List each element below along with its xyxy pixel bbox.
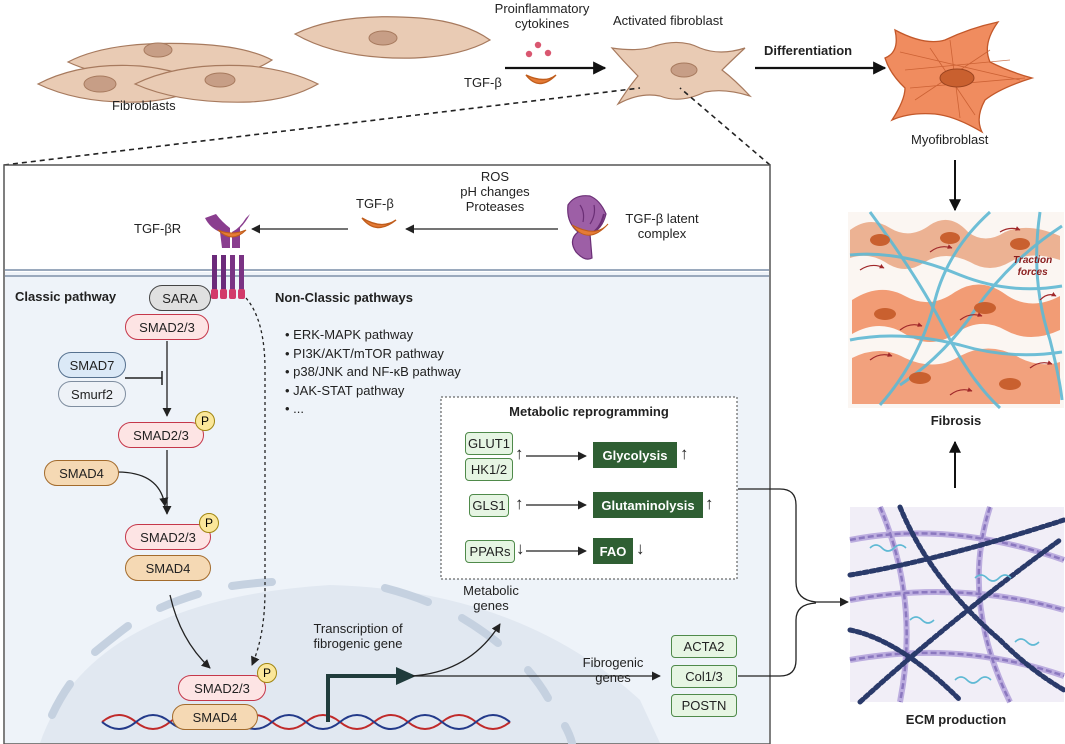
nonclassic-item: • p38/JNK and NF-κB pathway	[285, 364, 461, 379]
nuclear-smad23-pill: SMAD2/3	[178, 675, 266, 701]
nonclassic-item-text: JAK-STAT pathway	[293, 382, 405, 398]
activated-fibroblast-nucleus	[670, 62, 698, 78]
arrow-complex-to-nucleus	[169, 594, 211, 669]
nonclassic-dotted-arrow	[245, 297, 266, 666]
transcription-arrowhead	[396, 667, 416, 685]
complex-smad4-pill: SMAD4	[125, 555, 211, 581]
gene-glut1: GLUT1	[465, 432, 513, 455]
down-arrow-icon: ↓	[516, 539, 525, 558]
complex-smad23-pill: SMAD2/3	[125, 524, 211, 550]
dna-helix	[101, 714, 511, 730]
label-fibrogenic-genes: Fibrogenic genes	[582, 655, 644, 685]
sara-pill: SARA	[149, 285, 211, 311]
up-arrow-icon: ↑	[680, 444, 689, 463]
nonclassic-pathway-list: • ERK-MAPK pathway • PI3K/AKT/mTOR pathw…	[285, 326, 461, 419]
label-fibrosis: Fibrosis	[930, 413, 982, 428]
nonclassic-item-text: PI3K/AKT/mTOR pathway	[293, 345, 444, 361]
label-fibroblasts: Fibroblasts	[112, 98, 176, 113]
smad4-pill: SMAD4	[44, 460, 119, 486]
nonclassic-item: • ...	[285, 401, 305, 416]
latent-complex-shape	[567, 195, 609, 260]
nonclassic-item-text: ...	[293, 401, 305, 416]
fibroblast-cells	[36, 16, 492, 103]
nonclassic-item-text: ERK-MAPK pathway	[293, 327, 414, 342]
label-tgfb-cell: TGF-β	[356, 196, 394, 211]
arrow-to-metabolic-genes	[411, 623, 501, 677]
process-glutaminolysis: Glutaminolysis	[593, 492, 703, 518]
label-latent-complex: TGF-β latent complex	[625, 211, 699, 241]
zoom-line-left	[3, 87, 641, 166]
metabolic-title: Metabolic reprogramming	[509, 404, 669, 419]
myofibroblast-cell	[884, 21, 1035, 134]
label-tgfb-top: TGF-β	[464, 75, 502, 90]
up-arrow-icon: ↑	[705, 494, 714, 513]
cytokine-dots	[525, 41, 552, 58]
label-transcription: Transcription of fibrogenic gene	[313, 621, 403, 651]
fibrosis-image	[848, 210, 1064, 410]
up-arrow-icon: ↑	[515, 444, 524, 463]
fibrogenic-to-ecm-connector	[738, 602, 817, 677]
gene-gls1: GLS1	[469, 494, 509, 517]
tgfb-ligand-cell	[361, 217, 397, 229]
nonclassic-item-text: p38/JNK and NF-κB pathway	[293, 364, 461, 379]
transcription-start-arrow	[326, 674, 398, 722]
smad4-joining-arrow	[116, 471, 169, 507]
label-metabolic-genes: Metabolic genes	[463, 583, 519, 613]
gene-hk12: HK1/2	[465, 458, 513, 481]
smurf2-pill: Smurf2	[58, 381, 126, 407]
label-tgfb-receptor: TGF-βR	[134, 221, 182, 236]
process-fao: FAO	[593, 538, 633, 564]
label-ecm-production: ECM production	[905, 712, 1007, 727]
smad7-inhibition	[125, 371, 163, 385]
metabolic-to-ecm-connector	[738, 488, 849, 607]
down-arrow-icon: ↓	[636, 539, 645, 558]
phosphate-badge: P	[257, 663, 277, 683]
label-myofibroblast: Myofibroblast	[911, 132, 989, 147]
label-proinflammatory-cytokines: Proinflammatory cytokines	[494, 1, 590, 31]
nuclear-smad4-pill: SMAD4	[172, 704, 258, 730]
ecm-image	[847, 504, 1065, 705]
smad7-pill: SMAD7	[58, 352, 126, 378]
up-arrow-icon: ↑	[515, 494, 524, 513]
psmad23-pill: SMAD2/3	[118, 422, 204, 448]
gene-col13: Col1/3	[671, 665, 737, 688]
process-glycolysis: Glycolysis	[593, 442, 677, 468]
nonclassic-item: • JAK-STAT pathway	[285, 382, 405, 398]
phosphate-badge: P	[195, 411, 215, 431]
label-activated-fibroblast: Activated fibroblast	[613, 13, 723, 28]
label-ros-ph-proteases: ROS pH changes Proteases	[460, 169, 530, 214]
gene-acta2: ACTA2	[671, 635, 737, 658]
phosphate-badge: P	[199, 513, 219, 533]
nonclassic-item: • ERK-MAPK pathway	[285, 327, 414, 342]
label-nonclassic-pathways: Non-Classic pathways	[275, 290, 413, 305]
nucleus	[40, 585, 660, 743]
nonclassic-item: • PI3K/AKT/mTOR pathway	[285, 345, 444, 361]
label-differentiation: Differentiation	[764, 43, 853, 58]
nuclear-envelope	[48, 578, 576, 744]
tgfb-receptor-shape	[205, 214, 250, 299]
smad23-pill: SMAD2/3	[125, 314, 209, 340]
label-traction-forces: Traction forces	[1013, 255, 1053, 278]
gene-ppars: PPARs	[465, 540, 515, 563]
gene-postn: POSTN	[671, 694, 737, 717]
zoom-line-right	[679, 87, 771, 166]
tgfb-ligand-top	[525, 74, 557, 85]
label-classic-pathway: Classic pathway	[15, 289, 117, 304]
